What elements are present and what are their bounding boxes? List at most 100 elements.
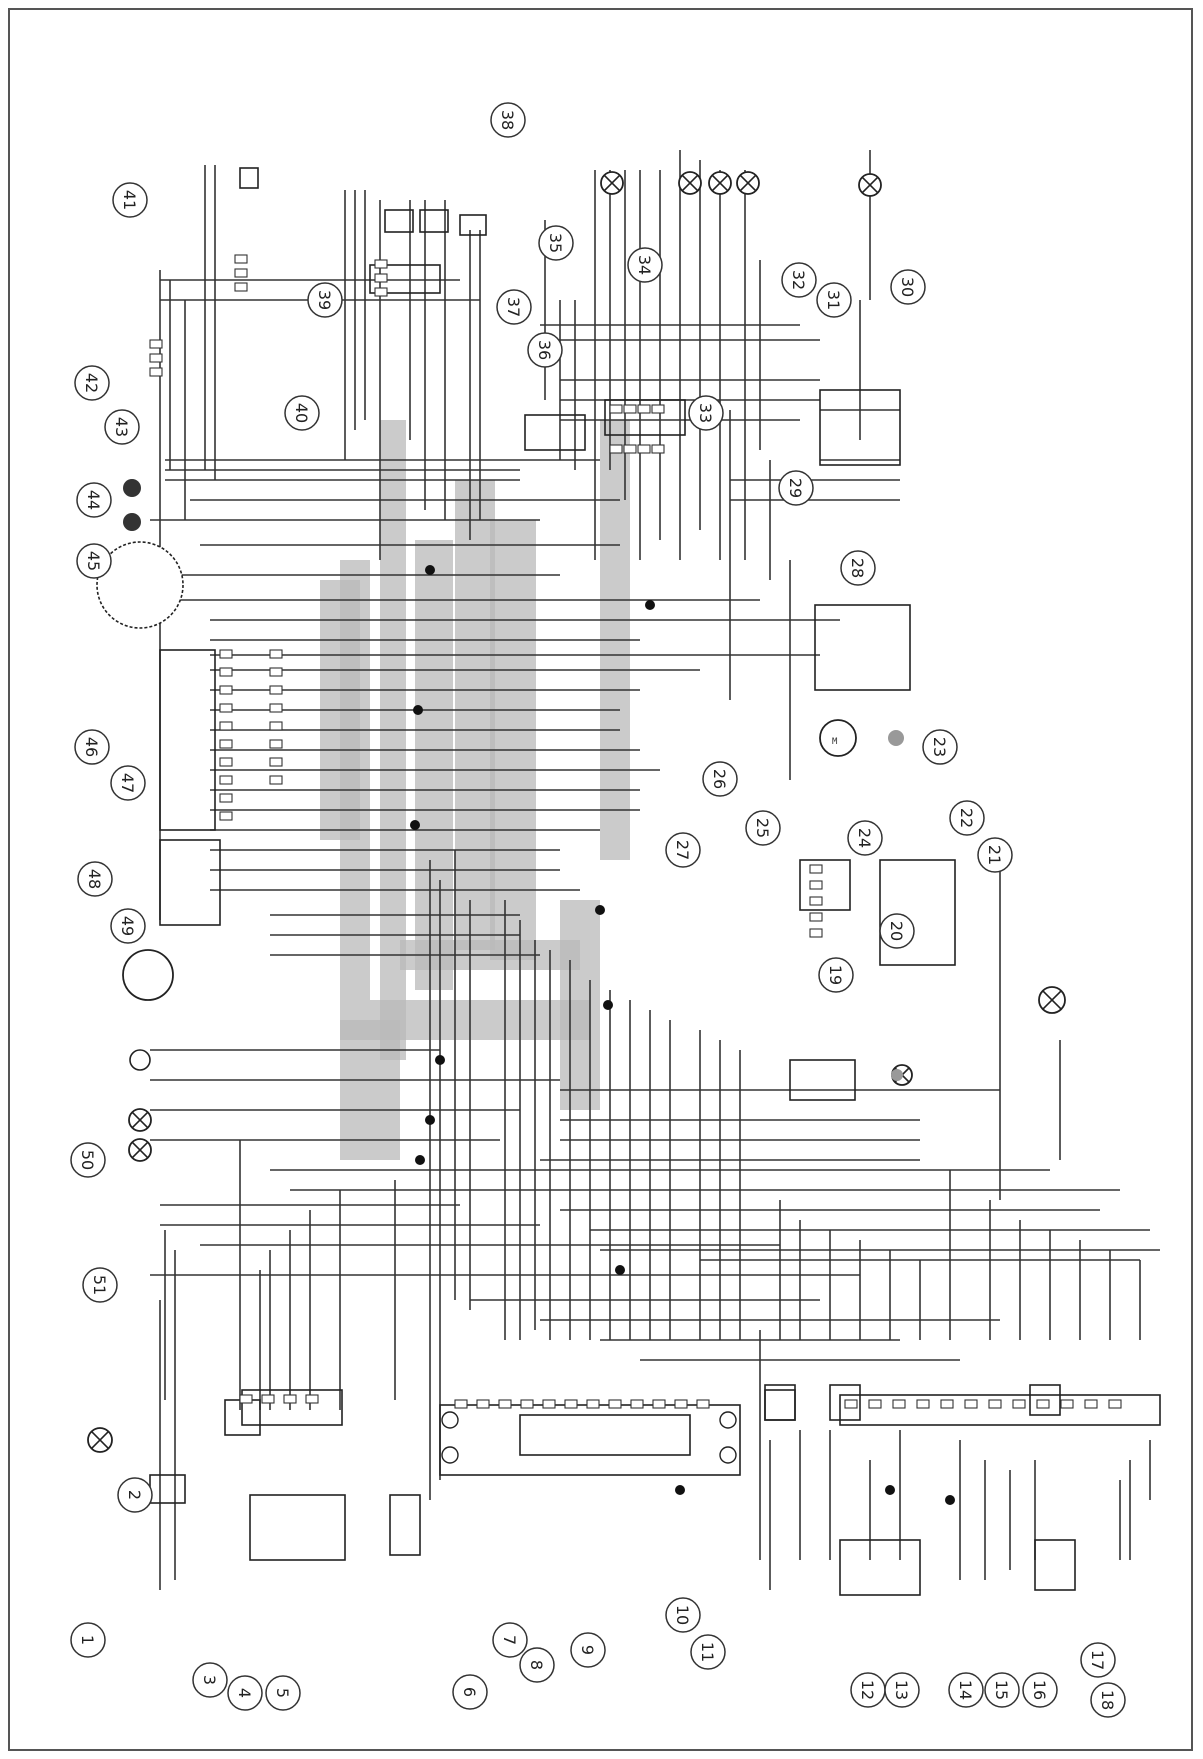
callout-23: 23 [922, 729, 958, 765]
callout-bubble [307, 282, 343, 318]
connector-pin [652, 1399, 666, 1409]
callout-label: 6 [460, 1687, 479, 1697]
callout-22: 22 [949, 800, 985, 836]
junction-dot [425, 565, 435, 575]
callout-18: 18 [1090, 1682, 1126, 1718]
sensor-cluster [96, 541, 184, 629]
connector-pin [269, 757, 283, 767]
component-box [799, 859, 851, 911]
connector-pin [219, 721, 233, 731]
lamp-icon [128, 1138, 152, 1162]
callout-32: 32 [781, 262, 817, 298]
callout-label: 11 [698, 1642, 717, 1662]
callout-bubble [76, 482, 112, 518]
harness-bundle [490, 520, 536, 960]
connector-pin [219, 685, 233, 695]
junction-dot [413, 705, 423, 715]
callout-label: 48 [85, 869, 104, 889]
connector-pin [269, 667, 283, 677]
connector-pin [988, 1399, 1002, 1409]
callout-bubble [1090, 1682, 1126, 1718]
callout-bubble [117, 1477, 153, 1513]
harness-bundle [455, 480, 495, 950]
connector-pin [651, 404, 665, 414]
junction-dot [645, 600, 655, 610]
connector-pin [219, 775, 233, 785]
callout-label: 8 [527, 1660, 546, 1670]
callout-8: 8 [519, 1647, 555, 1683]
callout-49: 49 [110, 908, 146, 944]
connector-pin [374, 273, 388, 283]
callout-24: 24 [847, 820, 883, 856]
lamp-icon [736, 171, 760, 195]
callout-bubble [496, 289, 532, 325]
connector-pin [1084, 1399, 1098, 1409]
callout-14: 14 [948, 1672, 984, 1708]
ground-icon [888, 730, 904, 746]
callout-bubble [74, 729, 110, 765]
callout-label: 4 [235, 1688, 254, 1698]
callout-bubble [665, 832, 701, 868]
callout-label: 18 [1098, 1690, 1117, 1710]
connector-pin [219, 811, 233, 821]
connector-pin [374, 259, 388, 269]
junction-dot [885, 1485, 895, 1495]
junction-dot [415, 1155, 425, 1165]
component-box [1029, 1384, 1061, 1416]
callout-42: 42 [74, 365, 110, 401]
callout-label: 51 [90, 1275, 109, 1295]
connector-pin [269, 775, 283, 785]
component-box [159, 839, 221, 926]
callout-bubble [538, 225, 574, 261]
connector-pin [844, 1399, 858, 1409]
callout-33: 33 [688, 395, 724, 431]
callout-10: 10 [665, 1597, 701, 1633]
component-box [249, 1494, 346, 1561]
callout-label: 20 [887, 921, 906, 941]
callout-bubble [690, 1634, 726, 1670]
connector-pin [234, 282, 248, 292]
callout-bubble [818, 957, 854, 993]
callout-bubble [492, 1622, 528, 1658]
connector-pin [623, 404, 637, 414]
callout-bubble [192, 1662, 228, 1698]
relay-coil [123, 513, 141, 531]
connector-pin [637, 444, 651, 454]
junction-dot [615, 1265, 625, 1275]
connector-pin [564, 1399, 578, 1409]
component-box [159, 649, 216, 831]
connector-pin [964, 1399, 978, 1409]
lamp-icon [600, 171, 624, 195]
connector-pin [1108, 1399, 1122, 1409]
callout-bubble [745, 810, 781, 846]
callout-bubble [570, 1632, 606, 1668]
callout-label: 38 [498, 110, 517, 130]
callout-bubble [76, 543, 112, 579]
callout-bubble [82, 1267, 118, 1303]
callout-label: 19 [826, 965, 845, 985]
connector-pin [520, 1399, 534, 1409]
lamp-icon [87, 1427, 113, 1453]
callout-label: 49 [118, 916, 137, 936]
junction-dot [595, 905, 605, 915]
callout-label: 9 [578, 1645, 597, 1655]
callout-30: 30 [890, 269, 926, 305]
callout-bubble [452, 1674, 488, 1710]
callout-bubble [879, 913, 915, 949]
callout-bubble [816, 282, 852, 318]
callout-label: 34 [635, 255, 654, 275]
callout-bubble [922, 729, 958, 765]
callout-bubble [890, 269, 926, 305]
connector-pin [149, 339, 163, 349]
connector-pin [234, 268, 248, 278]
harness-bundle [560, 900, 600, 1110]
lamp-cross [739, 174, 757, 192]
callout-bubble [74, 365, 110, 401]
callout-45: 45 [76, 543, 112, 579]
connector-pin [586, 1399, 600, 1409]
motor-icon [819, 719, 857, 757]
callout-1: 1 [70, 1622, 106, 1658]
callout-label: 37 [504, 297, 523, 317]
connector-pin [809, 864, 823, 874]
component-box [814, 604, 911, 691]
